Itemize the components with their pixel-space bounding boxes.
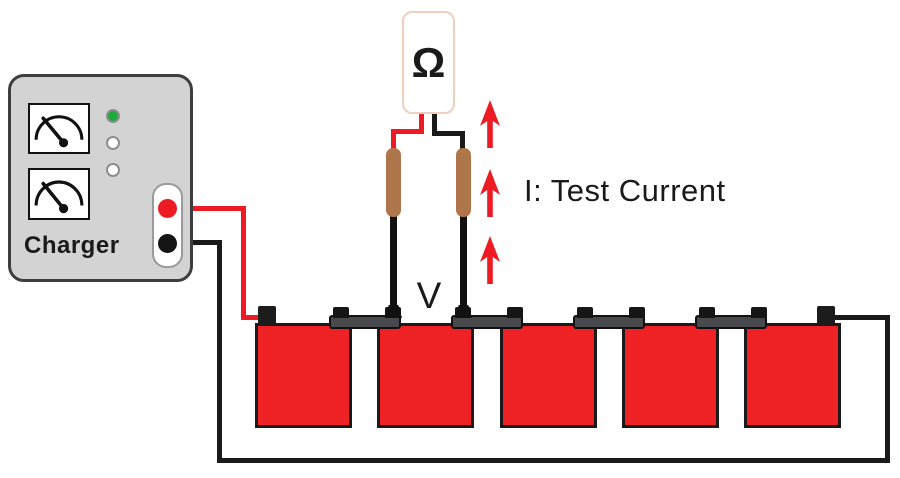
current-arrow-icon [479,169,501,217]
battery [744,323,841,428]
ohm-symbol: Ω [411,38,446,86]
led-indicator [106,163,120,177]
charger-unit: Charger [8,74,193,282]
black-wire-segment [833,315,890,320]
led-indicator [106,136,120,150]
ohmmeter-red-lead [391,129,396,152]
analog-meter-icon [28,103,90,154]
power-led-indicator [106,109,120,123]
test-current-label: I: Test Current [524,173,726,208]
ohmmeter-red-lead [419,112,424,133]
black-wire-segment [175,240,222,245]
strap-terminal-cap [751,307,767,318]
negative-terminal [157,234,177,253]
black-wire-segment [885,315,890,463]
strap-terminal-cap [333,307,349,318]
test-probe-contact [385,305,402,318]
charger-label: Charger [24,232,120,259]
analog-meter-icon [28,168,90,220]
test-probe-contact [455,305,472,318]
red-wire-segment [241,206,246,319]
test-probe-handle [456,148,471,217]
battery-connector-strap [451,315,523,329]
strap-terminal-cap [699,307,715,318]
charger-output-panel [152,183,183,268]
strap-terminal-cap [577,307,593,318]
battery-terminal-post [817,306,835,325]
test-probe-handle [386,148,401,217]
red-wire-segment [175,206,246,211]
positive-terminal [157,199,177,218]
battery [622,323,719,428]
red-wire-segment [241,315,263,320]
test-probe-tip [390,214,397,307]
test-probe-tip [460,214,467,307]
ohmmeter: Ω [402,11,455,114]
battery [377,323,474,428]
strap-terminal-cap [507,307,523,318]
current-arrow-icon [479,100,501,148]
battery-connector-strap [573,315,645,329]
ohmmeter-black-lead [460,131,465,152]
voltage-label: V [416,275,442,316]
current-arrow-icon [479,236,501,284]
ohmmeter-red-lead [391,129,424,134]
battery [500,323,597,428]
black-wire-segment [217,240,222,463]
battery-connector-strap [695,315,767,329]
strap-terminal-cap [629,307,645,318]
black-wire-segment [217,458,890,463]
battery [255,323,352,428]
ohmmeter-black-lead [432,112,437,136]
ohmmeter-black-lead [432,131,465,136]
battery-terminal-post [258,306,276,325]
battery-connector-strap [329,315,401,329]
